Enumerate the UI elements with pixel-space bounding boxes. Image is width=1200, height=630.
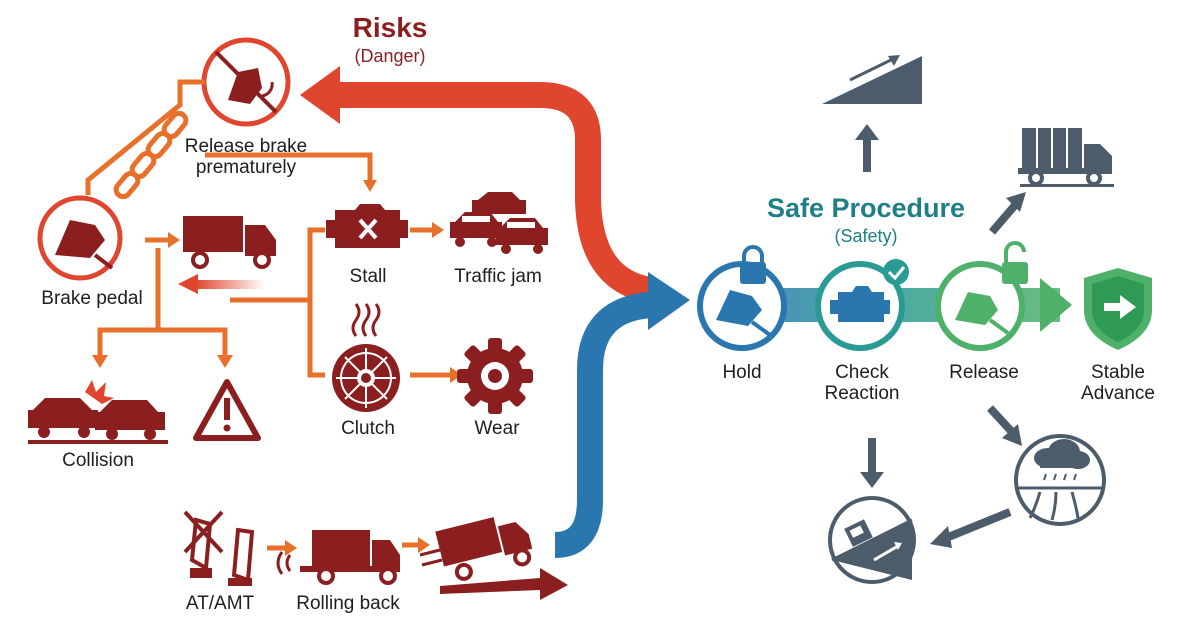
collision-label: Collision xyxy=(62,450,134,471)
risk-flow-arrow xyxy=(330,82,653,303)
clutch-icon xyxy=(332,344,400,412)
ramp-icon xyxy=(822,55,922,104)
engine-warning-icon xyxy=(326,204,408,248)
stable-line1: Stable xyxy=(1091,362,1145,383)
clutch-label: Clutch xyxy=(341,418,395,439)
rolling-back-label: Rolling back xyxy=(296,593,400,614)
truck-icon xyxy=(183,216,276,269)
truck-rolling-icon xyxy=(276,530,400,585)
brake-pedal-icon xyxy=(37,195,123,281)
check-reaction-label: Check Reaction xyxy=(825,362,900,404)
diag-up-arrow xyxy=(988,192,1026,235)
connector-arrowheads xyxy=(92,180,462,556)
hand-brake-icon xyxy=(201,37,291,127)
truck-slope-icon xyxy=(419,517,568,600)
backward-motion-arrowhead xyxy=(178,274,198,294)
heat-icon xyxy=(351,303,381,337)
hold-icon xyxy=(697,261,787,351)
stall-label: Stall xyxy=(349,266,387,287)
no-pedal-icon xyxy=(183,510,255,586)
safe-entry-arrow xyxy=(554,292,652,558)
backward-motion-arrow xyxy=(195,280,265,289)
risks-title: Risks xyxy=(352,12,428,43)
brake-pedal-label: Brake pedal xyxy=(41,288,143,309)
risk-connectors xyxy=(85,79,450,551)
warning-triangle-icon xyxy=(193,379,261,441)
rain-road-icon xyxy=(1014,434,1106,526)
safe-entry-arrowhead xyxy=(648,272,690,330)
hold-label: Hold xyxy=(722,362,762,383)
safe-procedure-subtitle: (Safety) xyxy=(834,226,898,246)
up-arrow xyxy=(855,124,879,172)
stable-line2: Advance xyxy=(1081,383,1155,404)
left-down-arrow xyxy=(930,508,1012,548)
risks-subtitle: (Danger) xyxy=(354,46,426,66)
wear-label: Wear xyxy=(474,418,520,439)
unlock-icon xyxy=(1002,241,1028,284)
at-amt-label: AT/AMT xyxy=(185,593,255,614)
traffic-jam-label: Traffic jam xyxy=(454,266,542,287)
truck-slope-safe-icon xyxy=(828,496,916,584)
release-brake-line2: prematurely xyxy=(195,157,297,178)
lock-icon xyxy=(740,245,766,284)
stable-advance-label: Stable Advance xyxy=(1081,362,1155,404)
engine-check-icon xyxy=(815,259,909,351)
risk-flow-arrowhead xyxy=(300,66,340,124)
safe-band-arrowhead xyxy=(1040,278,1072,332)
release-brake-line1: Release brake xyxy=(184,136,308,157)
check-line2: Reaction xyxy=(824,383,900,404)
release-icon xyxy=(935,261,1025,351)
down-arrow xyxy=(860,438,884,488)
diag-down-arrow xyxy=(987,405,1022,446)
release-label: Release xyxy=(949,362,1019,383)
shield-arrow-icon xyxy=(1084,268,1152,350)
traffic-jam-icon xyxy=(450,192,548,254)
release-brake-label: Release brake prematurely xyxy=(185,136,308,178)
safe-procedure-title: Safe Procedure xyxy=(766,193,966,223)
gear-icon xyxy=(457,338,533,414)
collision-icon xyxy=(28,380,168,444)
cargo-truck-icon xyxy=(1018,128,1114,187)
chain-link-icon xyxy=(113,110,189,200)
check-line1: Check xyxy=(835,362,889,383)
